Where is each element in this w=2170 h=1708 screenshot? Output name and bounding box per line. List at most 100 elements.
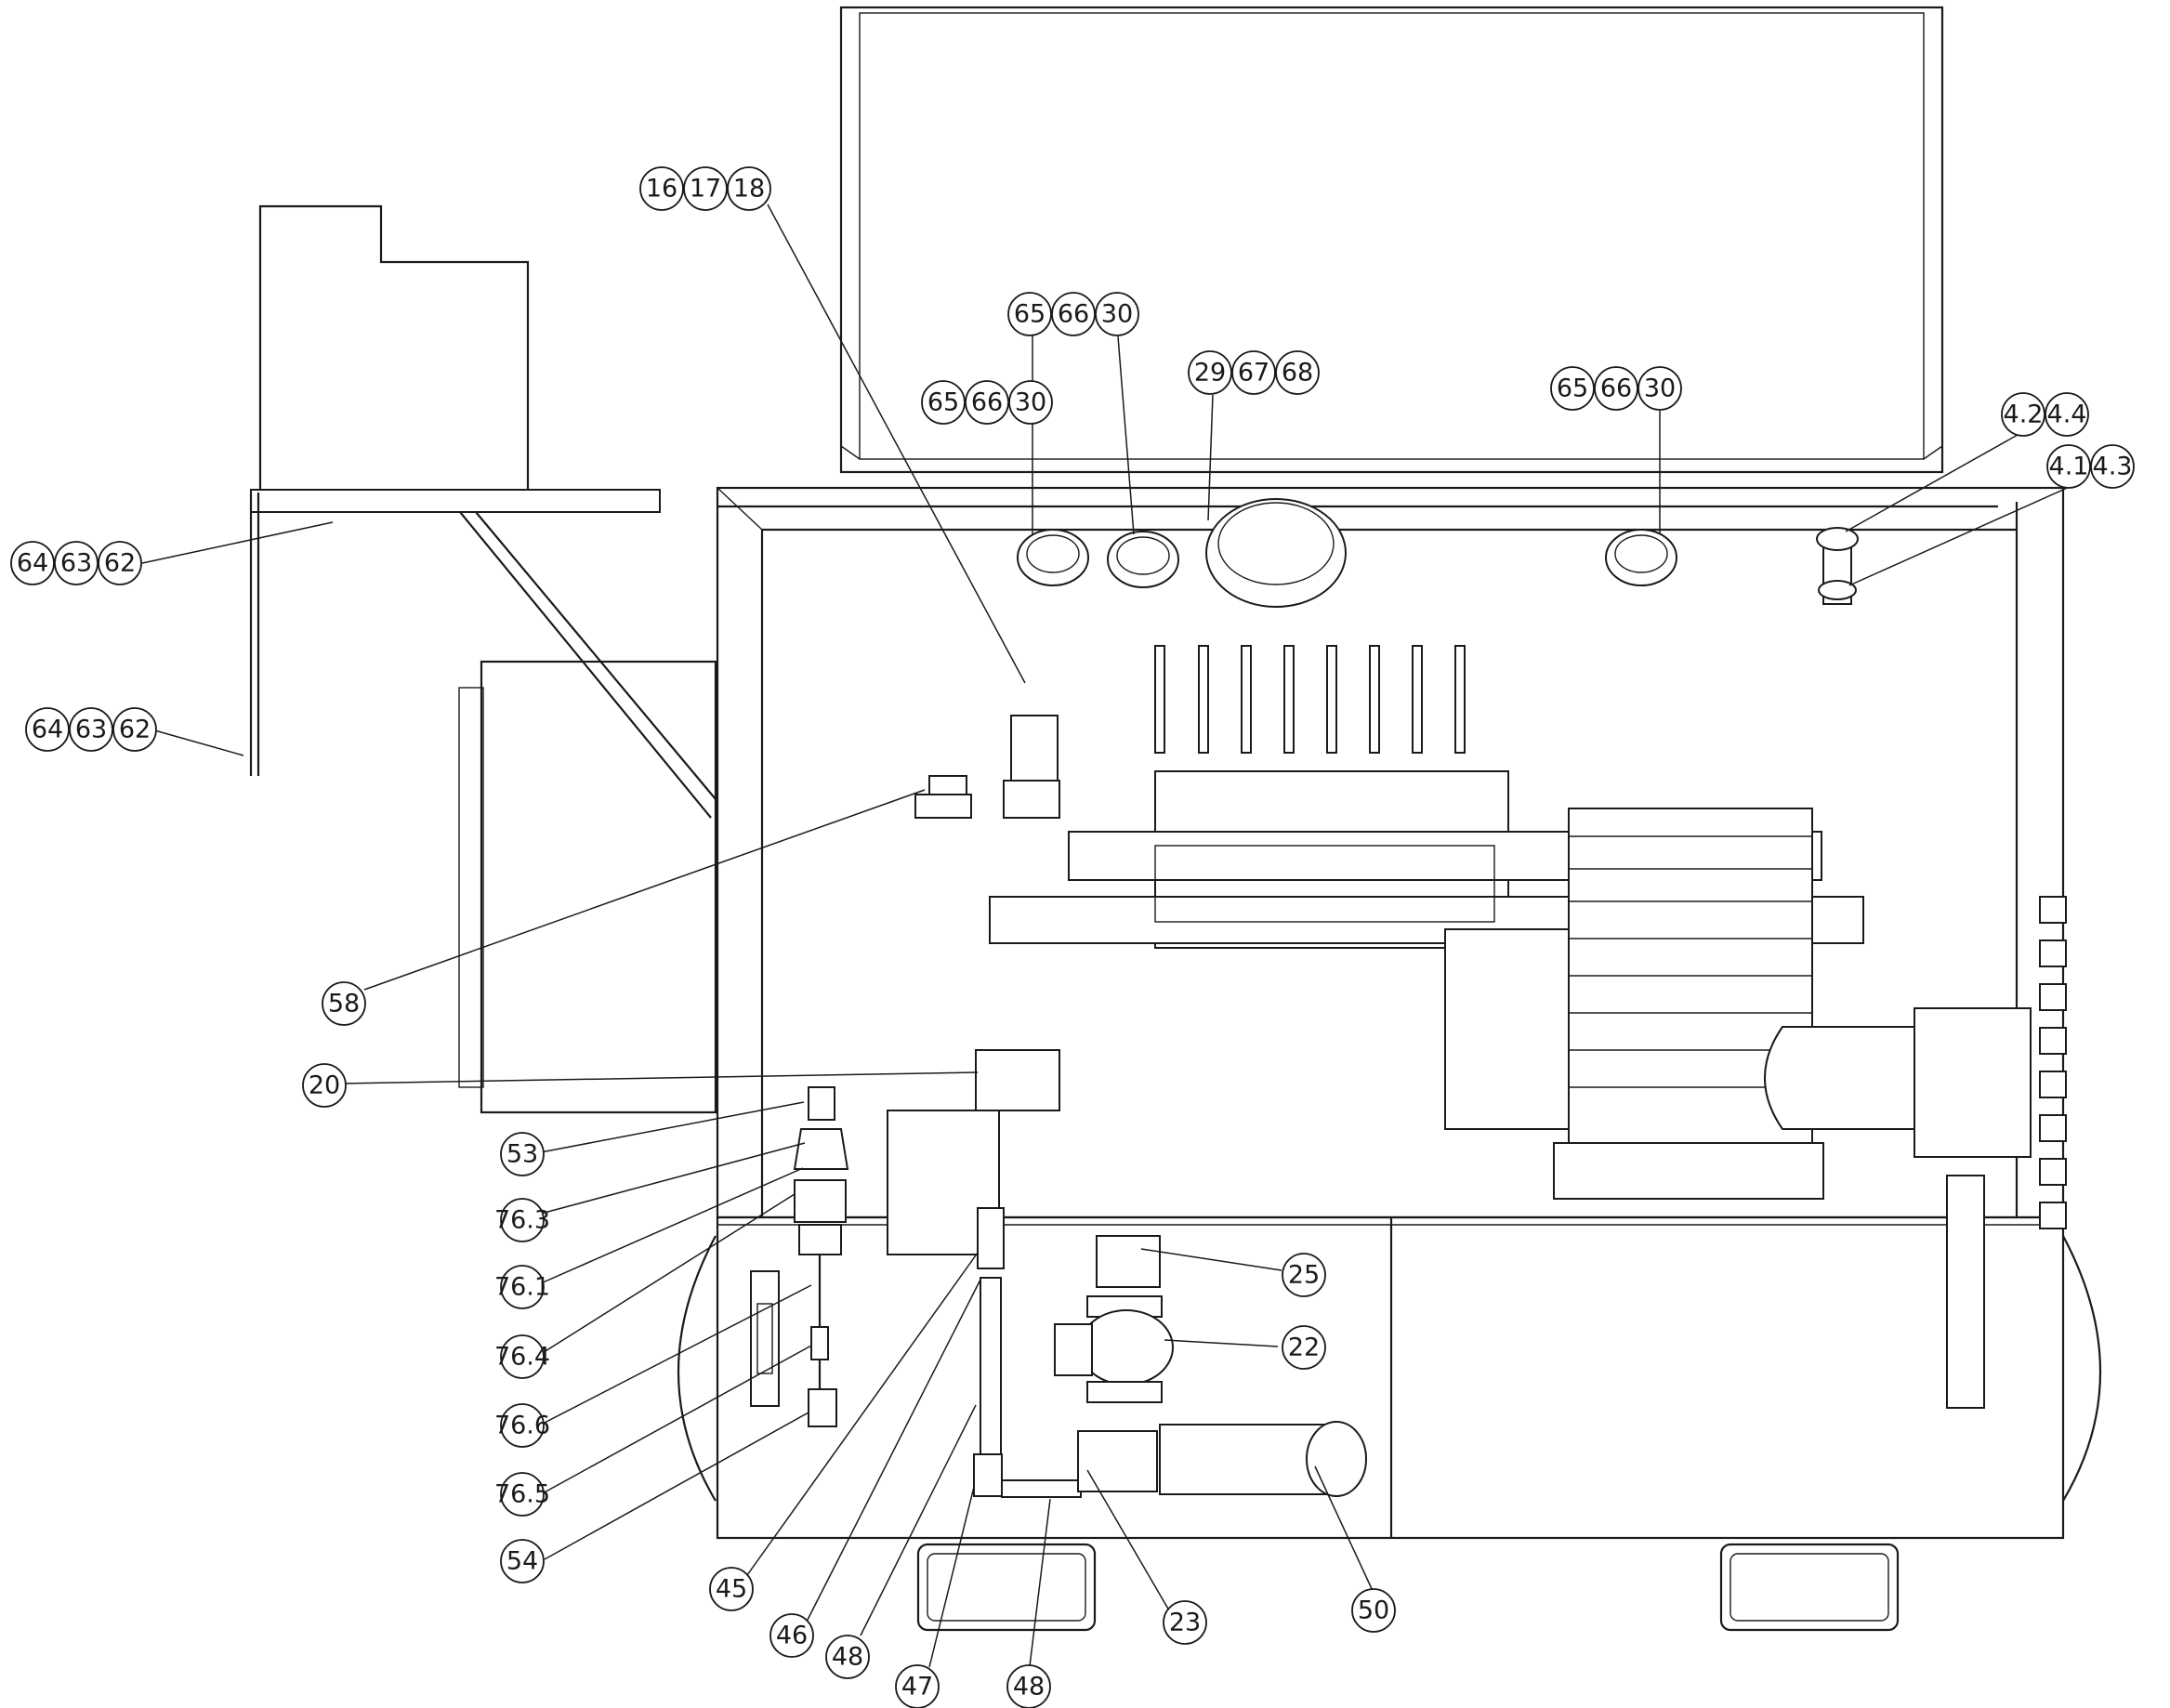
callout-number: 65	[1557, 374, 1588, 403]
callout-circle	[500, 1539, 545, 1583]
callout-circle	[1282, 1253, 1326, 1297]
fitting-45	[977, 1207, 1005, 1269]
callout-circle	[2045, 392, 2089, 437]
callout-number: 76.1	[494, 1273, 550, 1302]
callout-number: 76.4	[494, 1343, 550, 1372]
skid-pocket-right	[1719, 1543, 1900, 1632]
callout-circle	[69, 707, 113, 752]
callout-circle	[1188, 350, 1232, 395]
callout-76.5: 76.5	[494, 1472, 550, 1517]
pump-motor	[1764, 1026, 1925, 1130]
sensor-54	[808, 1388, 837, 1427]
sight-gauge	[750, 1270, 780, 1407]
callout-48-a: 48	[825, 1635, 870, 1679]
callout-number: 22	[1288, 1334, 1320, 1362]
callout-circle	[500, 1472, 545, 1517]
callout-circle	[825, 1635, 870, 1679]
pipe-48	[980, 1277, 1002, 1455]
pipe-25	[1096, 1235, 1161, 1288]
ball-valve-22	[1079, 1309, 1174, 1386]
callout-number: 63	[60, 549, 92, 578]
callout-number: 4.2	[2004, 401, 2044, 429]
callout-circle	[1008, 380, 1053, 425]
filler-cap	[1205, 498, 1347, 608]
shelf-strut	[459, 511, 712, 819]
callout-number: 50	[1358, 1596, 1389, 1625]
callout-circle	[1095, 292, 1139, 336]
pipe-48-horizontal	[1001, 1479, 1082, 1498]
callout-54: 54	[500, 1539, 545, 1583]
callout-number: 48	[832, 1643, 863, 1672]
callout-circle	[1594, 366, 1638, 411]
callout-50: 50	[1351, 1588, 1396, 1633]
callout-23: 23	[1163, 1600, 1207, 1645]
fitting-23	[1077, 1430, 1158, 1492]
callout-number: 53	[506, 1140, 538, 1169]
callout-20: 20	[302, 1063, 347, 1108]
callout-number: 46	[776, 1622, 808, 1650]
breather-2	[1107, 531, 1179, 588]
callout-circle	[500, 1132, 545, 1176]
callout-circle	[112, 707, 157, 752]
callout-number: 62	[104, 549, 136, 578]
callout-number: 4.3	[2093, 453, 2133, 481]
control-valve-handles	[1154, 645, 1466, 754]
callout-58: 58	[322, 981, 366, 1026]
callout-circle	[2046, 444, 2091, 489]
callout-circle	[1637, 366, 1682, 411]
callout-circle	[639, 166, 684, 211]
callout-number: 17	[690, 175, 721, 204]
callout-number: 48	[1013, 1673, 1045, 1701]
callout-number: 65	[1014, 300, 1046, 329]
callout-number: 63	[75, 716, 107, 744]
callout-number: 66	[971, 388, 1003, 417]
fitting-53	[808, 1086, 835, 1121]
callout-number: 67	[1238, 359, 1269, 388]
callout-47: 47	[895, 1664, 940, 1708]
machine-outline	[249, 6, 2102, 1632]
callout-number: 58	[328, 990, 360, 1018]
callout-circle	[895, 1664, 940, 1708]
callout-circle	[1163, 1600, 1207, 1645]
bulkhead-fittings	[2039, 896, 2067, 1229]
callout-circle	[1351, 1588, 1396, 1633]
callout-circle	[1282, 1325, 1326, 1370]
callout-circle	[25, 707, 70, 752]
callout-number: 23	[1169, 1609, 1201, 1637]
callout-22: 22	[1282, 1325, 1326, 1370]
callout-number: 76.6	[494, 1412, 550, 1440]
callout-number: 45	[716, 1575, 747, 1604]
callout-number: 29	[1194, 359, 1226, 388]
breather-1	[1017, 529, 1089, 586]
breather-3	[1605, 529, 1677, 586]
lid-inner-frame	[859, 12, 1925, 460]
tank-end-right	[2062, 1235, 2102, 1502]
callout-number: 64	[17, 549, 48, 578]
callout-number: 76.3	[494, 1206, 550, 1235]
level-switch-76-3	[793, 1128, 849, 1170]
callout-number: 65	[927, 388, 959, 417]
elbow-47	[973, 1453, 1003, 1497]
callout-number: 68	[1282, 359, 1313, 388]
callout-circle	[709, 1567, 754, 1611]
callout-circle	[500, 1334, 545, 1379]
callout-circle	[54, 541, 99, 585]
callout-number: 76.5	[494, 1480, 550, 1509]
callout-circle	[500, 1265, 545, 1309]
callout-number: 20	[309, 1071, 340, 1100]
callout-circle	[322, 981, 366, 1026]
callout-number: 16	[646, 175, 677, 204]
callout-number: 66	[1600, 374, 1632, 403]
level-switch-76-5	[810, 1326, 829, 1360]
callout-circle	[727, 166, 771, 211]
callout-circle	[965, 380, 1009, 425]
callout-number: 4.1	[2049, 453, 2089, 481]
callout-circle	[2090, 444, 2135, 489]
callout-number: 62	[119, 716, 151, 744]
callout-number: 47	[901, 1673, 933, 1701]
callout-number: 30	[1101, 300, 1133, 329]
